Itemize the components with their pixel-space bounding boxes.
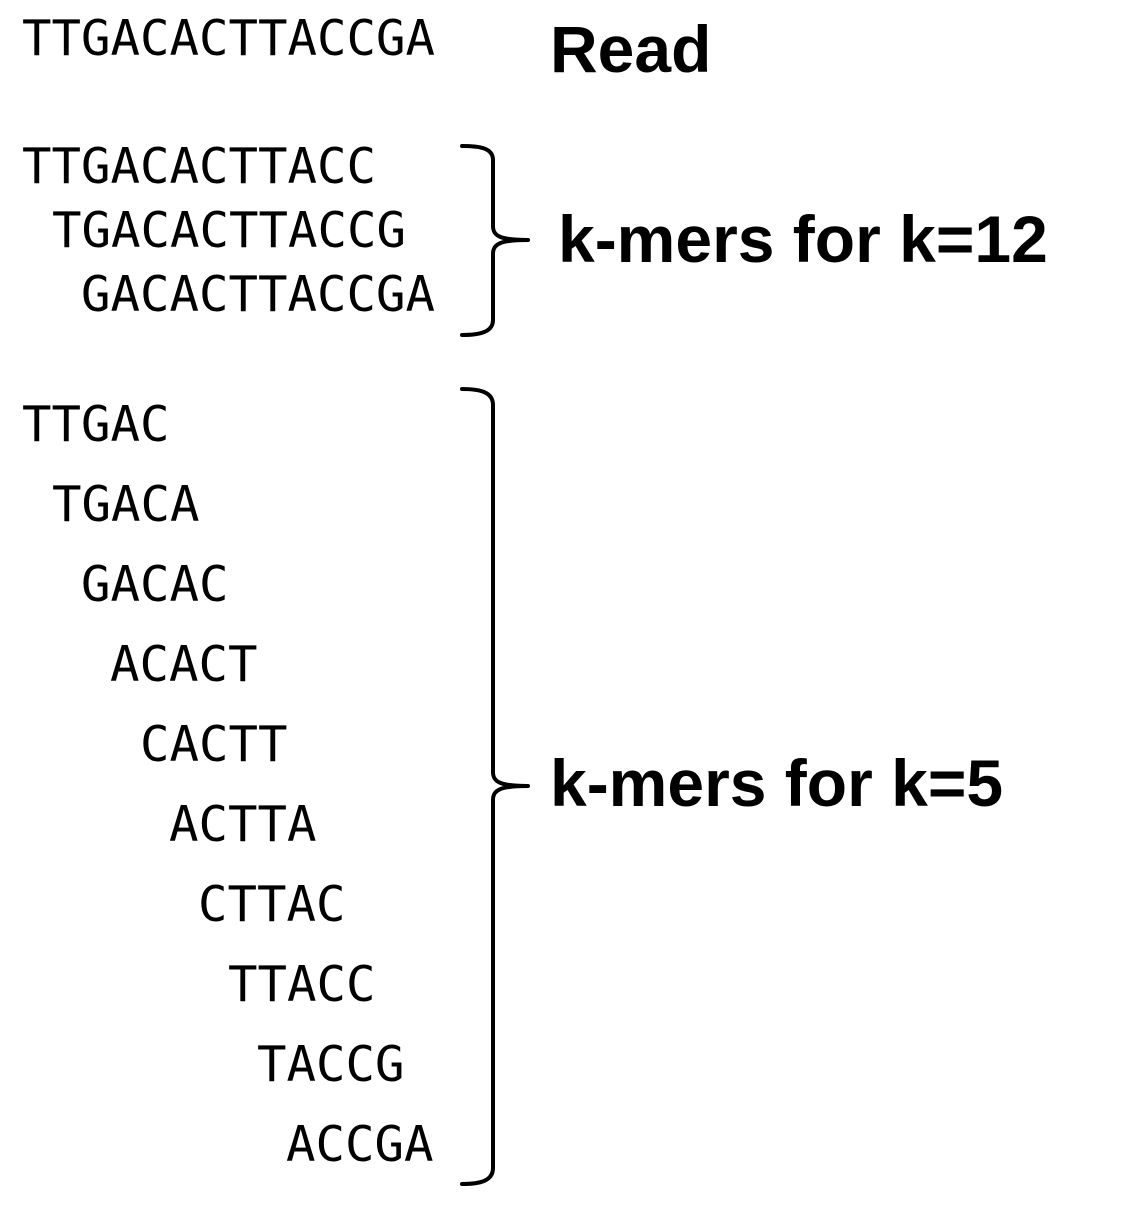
kmer-item: CTTAC [198, 876, 346, 933]
kmer-item: TTGAC [22, 396, 170, 453]
k5-label: k-mers for k=5 [550, 746, 1004, 820]
read-sequence: TTGACACTTACCGA [22, 10, 436, 67]
kmer-item: TTGACACTTACC [22, 138, 377, 195]
kmer-item: CACTT [140, 716, 288, 773]
kmer-item: TGACACTTACCG [52, 202, 407, 259]
kmer-item: TTACC [228, 956, 376, 1013]
kmer-item: ACCGA [286, 1116, 434, 1173]
kmer-item: ACACT [110, 636, 258, 693]
kmer-item: TGACA [52, 476, 200, 533]
kmer-item: GACACTTACCGA [81, 266, 436, 323]
read-label: Read [550, 12, 712, 86]
kmer-item: TACCG [257, 1036, 405, 1093]
k12-label: k-mers for k=12 [558, 202, 1048, 276]
kmer-item: GACAC [81, 556, 229, 613]
kmer-item: ACTTA [169, 796, 317, 853]
